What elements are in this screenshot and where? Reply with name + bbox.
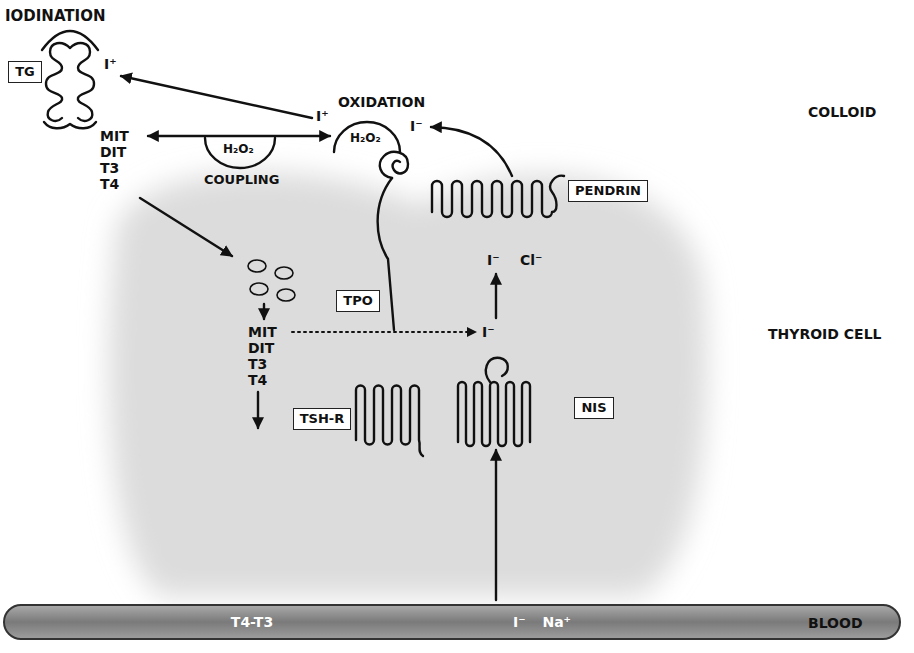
vesicle: [250, 283, 268, 295]
protein-name: TSH-R: [300, 411, 345, 427]
pendrin-shape: [432, 176, 564, 217]
process-label: COUPLING: [204, 172, 279, 188]
region-label: BLOOD: [808, 615, 863, 631]
oxidation-arc: [334, 122, 400, 152]
iodine-arrow: [121, 76, 312, 118]
ion-label: I⁻: [482, 324, 495, 340]
thyroglobulin-shape: [70, 43, 94, 121]
protein-name: TG: [15, 64, 35, 80]
coupling-arc: [205, 138, 275, 168]
iodide-arrow: [431, 127, 512, 176]
vessel-text: T4-T3: [231, 614, 273, 630]
ion-label: I⁻: [487, 252, 500, 268]
molecule-label: H₂O₂: [223, 141, 254, 157]
ion-label: I⁺: [316, 108, 329, 124]
ion-label: I⁺: [104, 56, 117, 72]
secretion-arrow: [257, 392, 259, 428]
molecule-label: H₂O₂: [350, 130, 381, 146]
protein-tag: PENDRIN: [568, 180, 648, 202]
protein-name: PENDRIN: [575, 183, 641, 199]
protein-name: TPO: [343, 293, 372, 309]
region-label: THYROID CELL: [768, 326, 881, 342]
region-label: COLLOID: [808, 104, 876, 120]
uptake-arrow: [495, 450, 497, 600]
process-label: OXIDATION: [338, 94, 425, 110]
ion-label: I⁻: [410, 118, 423, 134]
process-label: IODINATION: [5, 8, 105, 24]
ion-label: Cl⁻: [520, 252, 542, 268]
blood-vessel: T4-T3 I⁻ Na⁺: [3, 604, 901, 640]
hormone-list: MIT DIT T3 T4: [100, 128, 129, 192]
tpo-stem: [378, 178, 394, 330]
tsh-receptor-shape: [356, 386, 423, 457]
release-arrow: [140, 198, 232, 256]
protein-tag: NIS: [574, 397, 613, 419]
vesicle: [248, 260, 266, 272]
protein-tag: TSH-R: [293, 408, 352, 430]
recycle-arrow: [292, 331, 476, 333]
vesicle-arrow: [263, 304, 265, 319]
nis-shape: [458, 382, 530, 446]
transport-arrow: [495, 274, 497, 318]
vesicle: [275, 267, 293, 279]
nis-loop: [486, 358, 508, 382]
vessel-text: I⁻ Na⁺: [513, 614, 571, 630]
tpo-head: [380, 152, 408, 178]
hormone-list: MIT DIT T3 T4: [248, 324, 277, 388]
protein-tag: TG: [8, 61, 42, 83]
coupling-arrow: [148, 135, 330, 137]
thyroid-cell-region: [109, 172, 707, 596]
thyroglobulin-shape: [44, 122, 96, 128]
thyroglobulin-shape: [46, 43, 70, 121]
protein-name: NIS: [581, 400, 606, 416]
protein-tag: TPO: [336, 290, 379, 312]
vesicle: [277, 289, 295, 301]
